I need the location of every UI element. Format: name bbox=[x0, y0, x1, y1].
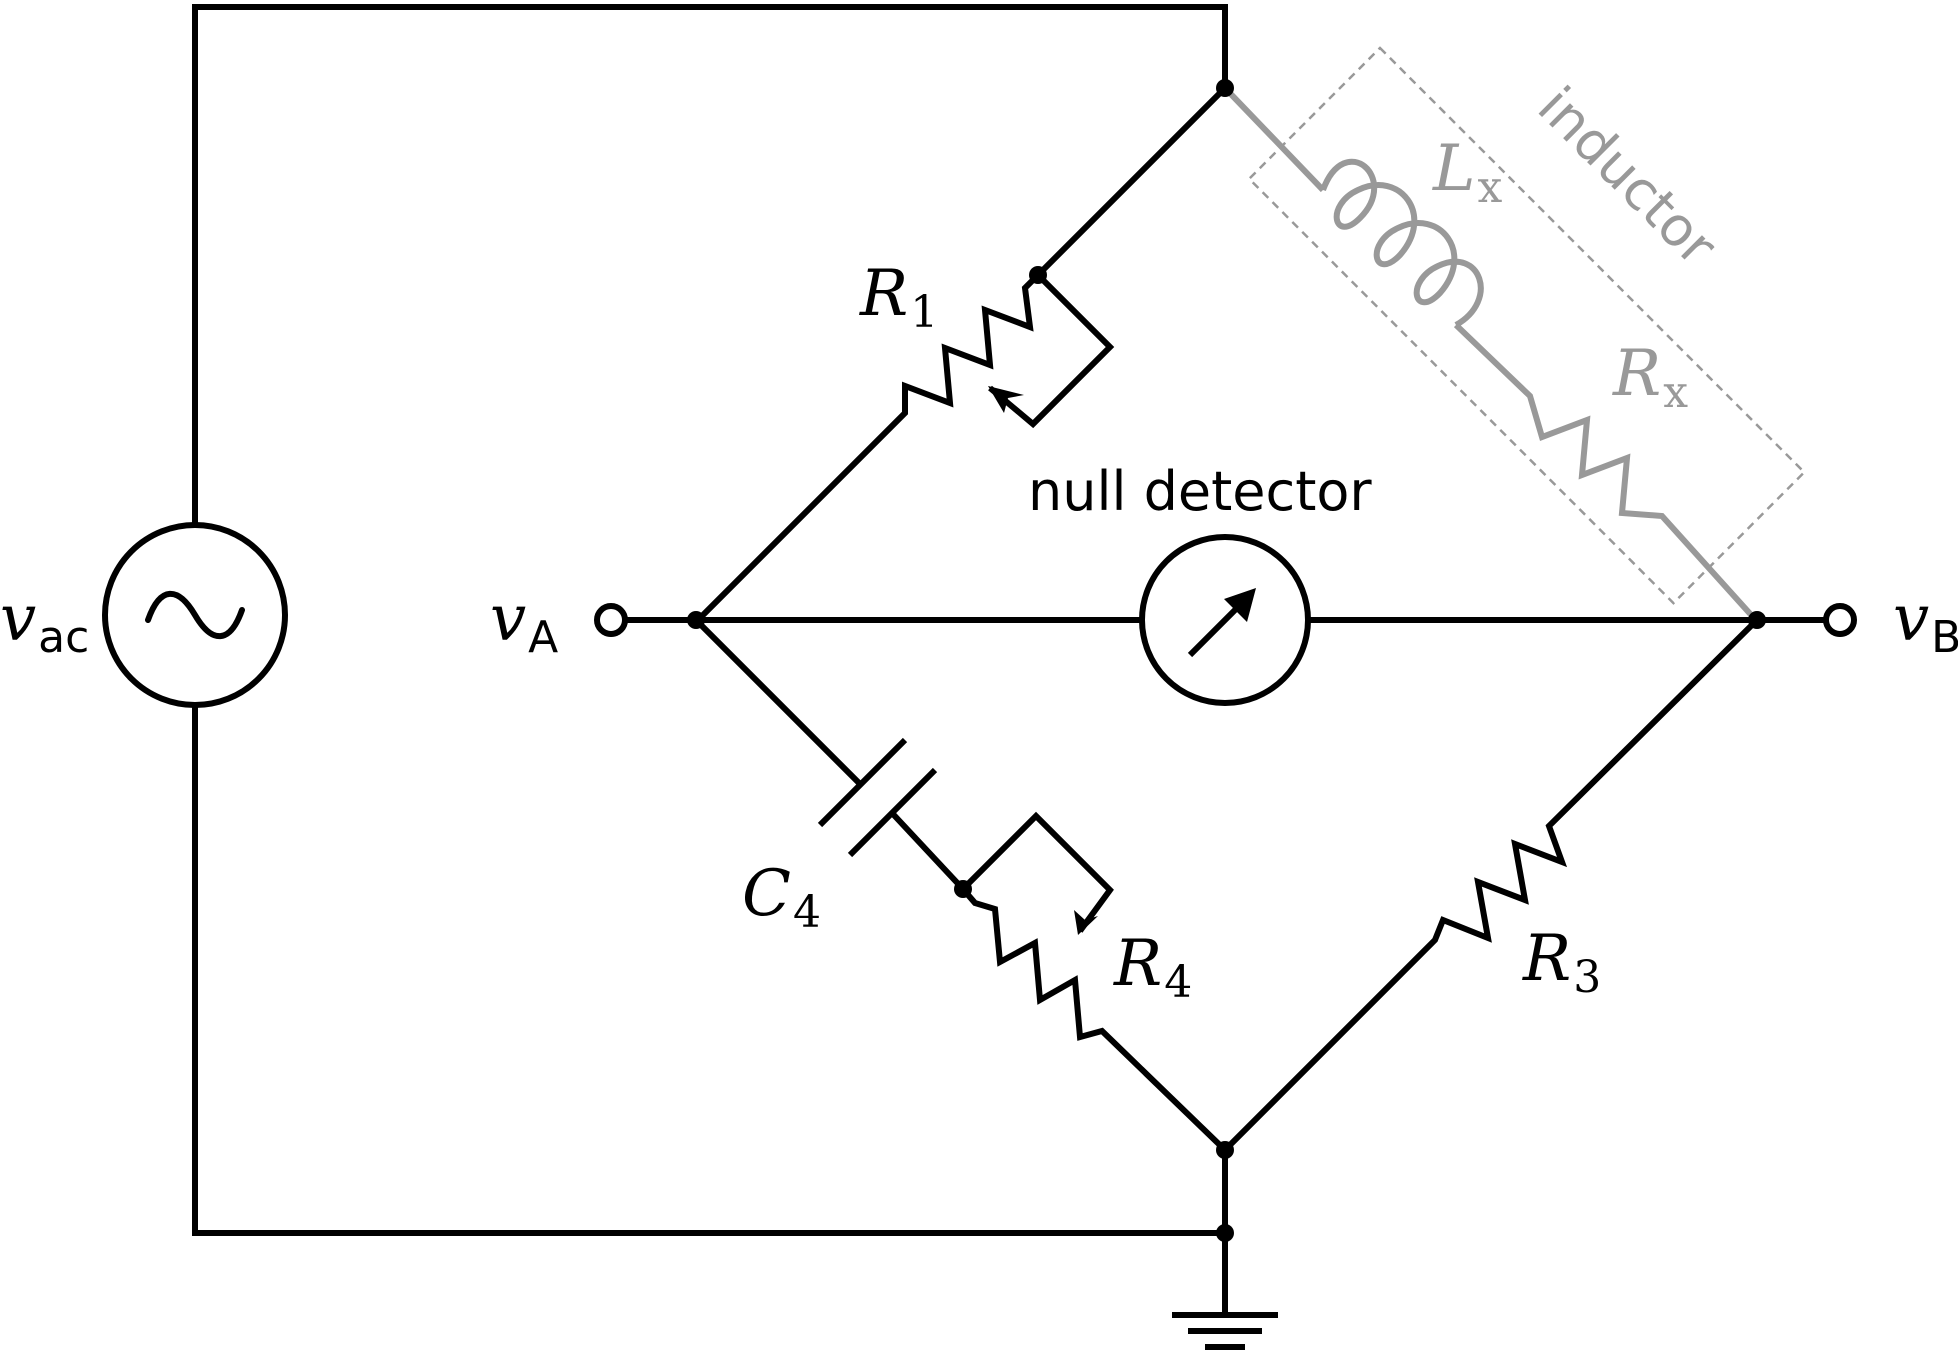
capacitor-c4-plate-2 bbox=[847, 767, 938, 858]
inductor-lx bbox=[1320, 158, 1484, 328]
null-detector bbox=[1139, 534, 1311, 706]
resistor-r4 bbox=[960, 887, 1228, 1153]
wire-node-a-to-c4 bbox=[693, 617, 863, 787]
outer-loop-bottom-wire bbox=[192, 707, 1225, 1236]
rx-label: Rx bbox=[1612, 337, 1688, 418]
resistor-rx bbox=[1453, 322, 1756, 620]
ground-icon bbox=[1172, 1312, 1278, 1350]
r1-wiper-arrowhead bbox=[988, 386, 1024, 413]
wire-c4-to-r4 bbox=[889, 810, 966, 892]
outer-loop-top-wire bbox=[192, 4, 1228, 523]
node-ground-junction bbox=[1216, 1224, 1234, 1242]
terminal-b[interactable] bbox=[1823, 603, 1857, 637]
capacitor-c4-plate-1 bbox=[817, 737, 908, 828]
r3-label: R3 bbox=[1522, 922, 1601, 1003]
r4-wiper bbox=[960, 811, 1114, 933]
resistor-r1 bbox=[693, 272, 1041, 625]
meter-arrowhead-icon bbox=[1224, 588, 1256, 622]
terminal-a[interactable] bbox=[594, 603, 628, 637]
inductor-label: inductor bbox=[1526, 75, 1729, 278]
lx-label: Lx bbox=[1432, 132, 1503, 213]
sine-wave-icon bbox=[145, 590, 245, 640]
wire-top-to-r1 bbox=[1035, 85, 1228, 278]
node-bottom bbox=[1216, 1141, 1234, 1159]
terminal-a-label: vA bbox=[490, 582, 558, 663]
terminal-b-label: vB bbox=[1893, 582, 1958, 663]
r1-label: R1 bbox=[859, 257, 938, 338]
wire-top-to-lx bbox=[1222, 85, 1326, 193]
node-top bbox=[1216, 79, 1234, 97]
c4-label: C4 bbox=[742, 857, 821, 938]
inductor-boundary-box bbox=[1247, 46, 1807, 605]
null-detector-label: null detector bbox=[1028, 460, 1372, 523]
meter-needle-icon bbox=[1187, 602, 1243, 658]
r1-wiper bbox=[988, 272, 1115, 429]
node-b bbox=[1748, 611, 1766, 629]
r4-label: R4 bbox=[1113, 927, 1192, 1008]
r4-wiper-arrowhead bbox=[1074, 910, 1098, 935]
r4-wiper-junction bbox=[954, 880, 972, 898]
resistor-r3 bbox=[1222, 617, 1760, 1153]
r1-wiper-junction bbox=[1029, 266, 1047, 284]
source-label: vac bbox=[0, 582, 89, 663]
ac-voltage-source bbox=[102, 522, 288, 708]
node-a bbox=[687, 611, 705, 629]
